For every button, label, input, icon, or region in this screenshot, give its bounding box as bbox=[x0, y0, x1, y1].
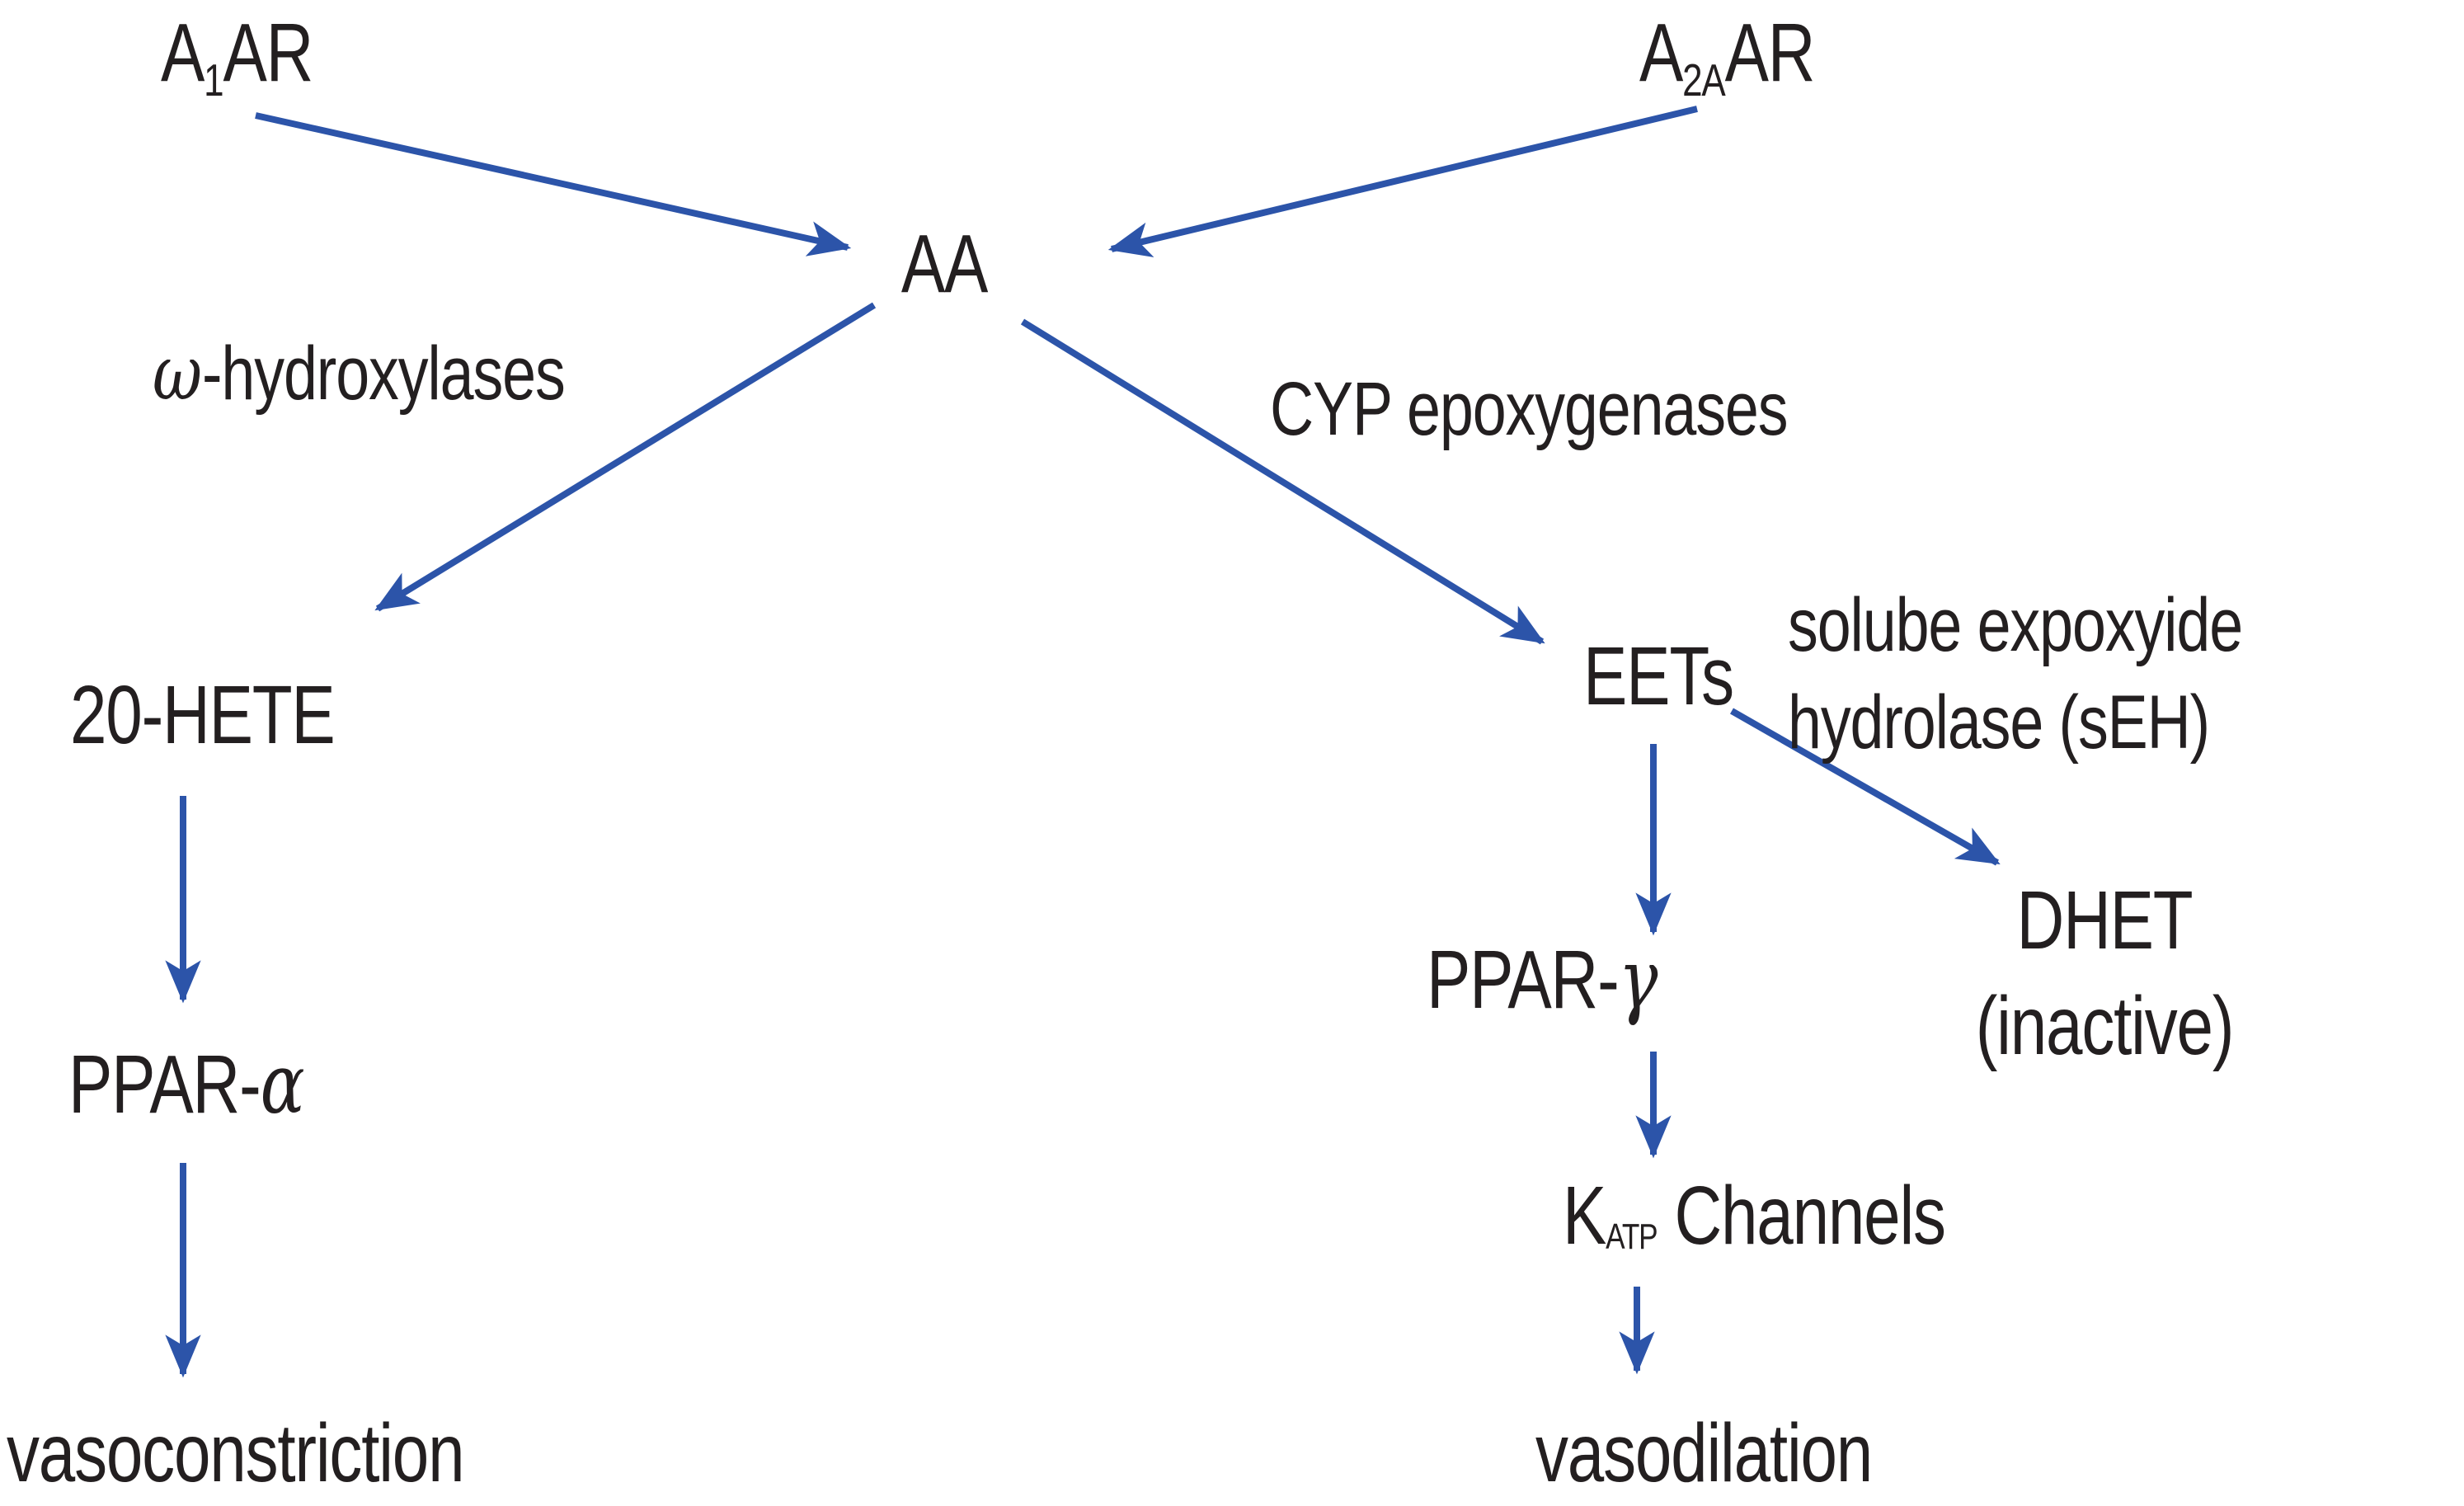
omega-glyph: ω bbox=[153, 329, 203, 417]
node-a1ar: A1AR bbox=[161, 10, 313, 105]
omega-hydroxylases-text: -hydroxylases bbox=[202, 332, 566, 416]
label-omega-hydroxylases: ω-hydroxylases bbox=[153, 332, 566, 416]
dhet-line2: (inactive) bbox=[1975, 980, 2235, 1072]
katp-base: K bbox=[1563, 1170, 1606, 1262]
arrow-aa-to-20hete bbox=[374, 302, 877, 612]
a1ar-base: A bbox=[161, 7, 205, 99]
arrow-aa-to-eets bbox=[1020, 318, 1545, 645]
node-katp-channels: KATP Channels bbox=[1563, 1170, 1946, 1262]
label-seh: solube expoxyide hydrolase (sEH) bbox=[1788, 577, 2243, 772]
node-ppar-alpha: PPAR-α bbox=[68, 1041, 305, 1128]
ppar-gamma-text: PPAR- bbox=[1427, 934, 1620, 1026]
gamma-glyph: γ bbox=[1618, 931, 1658, 1028]
a2aar-subscript: 2A bbox=[1682, 54, 1726, 106]
ppar-alpha-text: PPAR- bbox=[68, 1038, 261, 1131]
seh-line1: solube expoxyide bbox=[1788, 583, 2243, 667]
katp-subscript: ATP bbox=[1606, 1217, 1658, 1258]
arrow-a1ar-to-aa bbox=[255, 112, 852, 256]
katp-suffix: Channels bbox=[1657, 1170, 1946, 1262]
node-vasodilation: vasodilation bbox=[1535, 1407, 1873, 1499]
node-vasoconstriction: vasoconstriction bbox=[7, 1407, 465, 1499]
a2aar-suffix: AR bbox=[1724, 7, 1816, 99]
dhet-line1: DHET bbox=[2016, 874, 2194, 967]
label-cyp-epoxygenases: CYP epoxygenases bbox=[1270, 367, 1789, 451]
a1ar-subscript: 1 bbox=[204, 54, 223, 106]
node-dhet: DHET (inactive) bbox=[1975, 868, 2235, 1079]
alpha-glyph: α bbox=[260, 1036, 305, 1132]
node-a2aar: A2AAR bbox=[1639, 7, 1816, 106]
arrow-eets-to-dhet bbox=[1730, 708, 2001, 866]
node-20-hete: 20-HETE bbox=[70, 669, 336, 761]
a1ar-suffix: AR bbox=[223, 7, 313, 99]
node-eets: EETs bbox=[1583, 630, 1734, 722]
a2aar-base: A bbox=[1639, 7, 1683, 99]
node-aa: AA bbox=[900, 218, 989, 310]
seh-line2: hydrolase (sEH) bbox=[1788, 680, 2210, 765]
node-ppar-gamma: PPAR-γ bbox=[1427, 936, 1658, 1024]
arrow-a2aar-to-aa bbox=[1107, 106, 1698, 257]
